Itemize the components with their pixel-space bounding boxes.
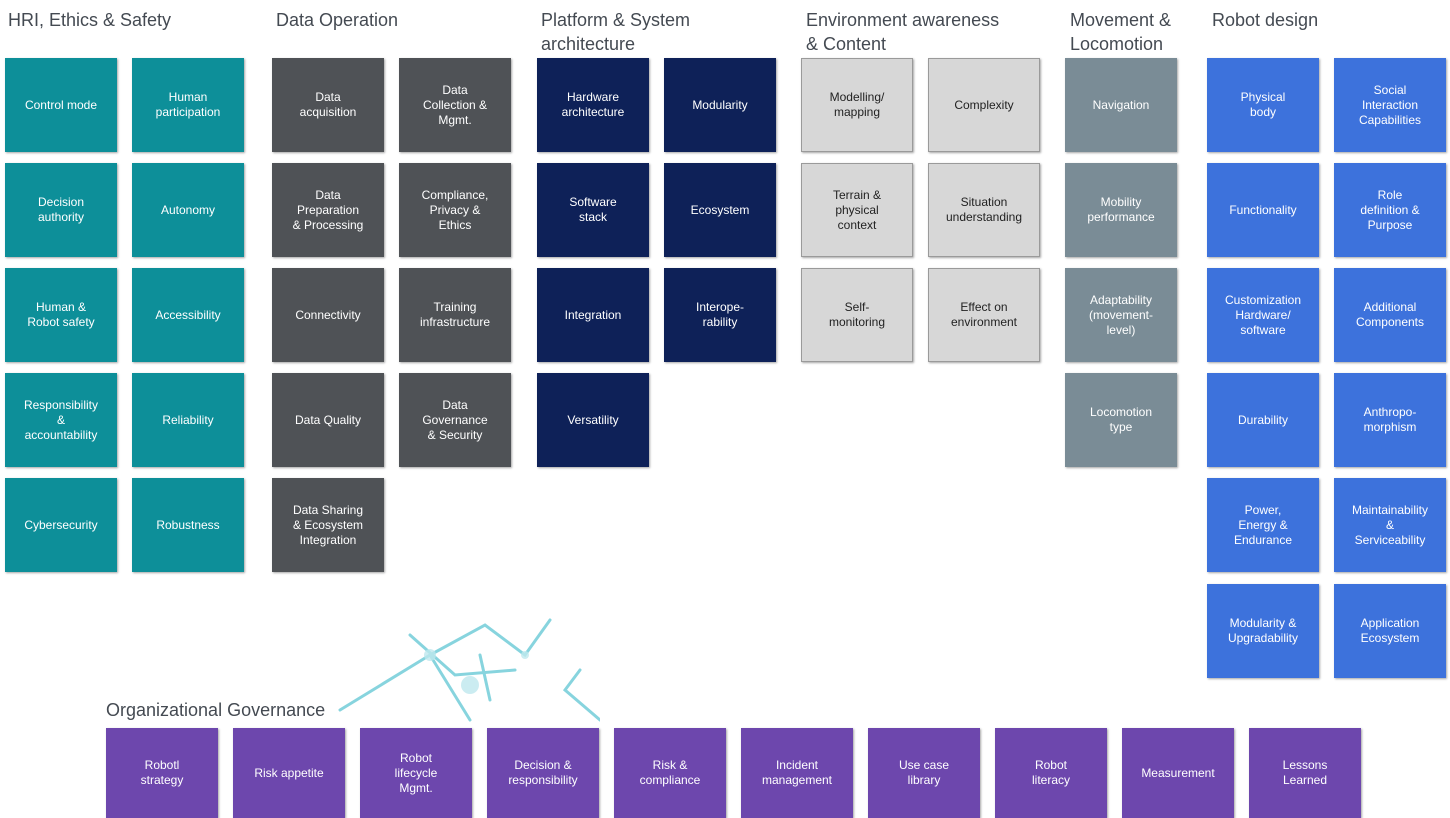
governance-tile-decision-responsibility: Decision & responsibility [487,728,599,818]
tile-versatility: Versatility [537,373,649,467]
governance-tile-risk-compliance: Risk & compliance [614,728,726,818]
tile-modelling-mapping: Modelling/ mapping [801,58,913,152]
tile-cybersecurity: Cybersecurity [5,478,117,572]
tile-control-mode: Control mode [5,58,117,152]
tile-decision-authority: Decision authority [5,163,117,257]
governance-tile-measurement: Measurement [1122,728,1234,818]
tile-data-acquisition: Data acquisition [272,58,384,152]
governance-tile-use-case-library: Use case library [868,728,980,818]
tile-data-quality: Data Quality [272,373,384,467]
tile-customization-hardware-software: Customization Hardware/ software [1207,268,1319,362]
tile-responsibility-accountability: Responsibility & accountability [5,373,117,467]
tile-software-stack: Software stack [537,163,649,257]
tile-maintainability-serviceability: Maintainability & Serviceability [1334,478,1446,572]
tile-physical-body: Physical body [1207,58,1319,152]
tile-compliance-privacy-ethics: Compliance, Privacy & Ethics [399,163,511,257]
tile-interope-rability: Interope- rability [664,268,776,362]
tile-autonomy: Autonomy [132,163,244,257]
tile-reliability: Reliability [132,373,244,467]
column-title-platform: Platform & System architecture [541,10,691,54]
column-title-robot-design: Robot design [1212,10,1319,30]
governance-tile-robot-lifecycle-mgmt: Robot lifecycle Mgmt. [360,728,472,818]
tile-data-collection-mgmt: Data Collection & Mgmt. [399,58,511,152]
governance-tile-robot-literacy: Robot literacy [995,728,1107,818]
governance-tile-risk-appetite: Risk appetite [233,728,345,818]
tile-functionality: Functionality [1207,163,1319,257]
tile-human-participation: Human participation [132,58,244,152]
tile-additional-components: Additional Components [1334,268,1446,362]
tile-terrain-physical-context: Terrain & physical context [801,163,913,257]
governance-title: Organizational Governance [106,700,326,720]
tile-hardware-architecture: Hardware architecture [537,58,649,152]
tile-modularity: Modularity [664,58,776,152]
tile-role-definition-purpose: Role definition & Purpose [1334,163,1446,257]
tile-social-interaction-capabilities: Social Interaction Capabilities [1334,58,1446,152]
tile-ecosystem: Ecosystem [664,163,776,257]
tile-robustness: Robustness [132,478,244,572]
governance-tile-incident-management: Incident management [741,728,853,818]
tile-integration: Integration [537,268,649,362]
tile-complexity: Complexity [928,58,1040,152]
tile-connectivity: Connectivity [272,268,384,362]
tile-situation-understanding: Situation understanding [928,163,1040,257]
tile-locomotion-type: Locomotion type [1065,373,1177,467]
tile-anthropo-morphism: Anthropo- morphism [1334,373,1446,467]
tile-mobility-performance: Mobility performance [1065,163,1177,257]
tile-modularity-upgradability: Modularity & Upgradability [1207,584,1319,678]
governance-tile-robotl-strategy: Robotl strategy [106,728,218,818]
tile-self-monitoring: Self- monitoring [801,268,913,362]
tile-human-robot-safety: Human & Robot safety [5,268,117,362]
column-title-hri: HRI, Ethics & Safety [8,10,172,30]
network-decoration-graphic [338,618,600,722]
tile-data-sharing-ecosystem-integration: Data Sharing & Ecosystem Integration [272,478,384,572]
governance-tile-lessons-learned: Lessons Learned [1249,728,1361,818]
tile-adaptability-movement-level: Adaptability (movement- level) [1065,268,1177,362]
tile-power-energy-endurance: Power, Energy & Endurance [1207,478,1319,572]
tile-data-governance-security: Data Governance & Security [399,373,511,467]
tile-effect-on-environment: Effect on environment [928,268,1040,362]
tile-accessibility: Accessibility [132,268,244,362]
tile-durability: Durability [1207,373,1319,467]
tile-data-preparation-processing: Data Preparation & Processing [272,163,384,257]
column-title-movement: Movement & Locomotion [1070,10,1172,54]
tile-application-ecosystem: Application Ecosystem [1334,584,1446,678]
column-title-data: Data Operation [276,10,399,30]
tile-navigation: Navigation [1065,58,1177,152]
tile-training-infrastructure: Training infrastructure [399,268,511,362]
column-title-environment: Environment awareness & Content [806,10,1000,54]
